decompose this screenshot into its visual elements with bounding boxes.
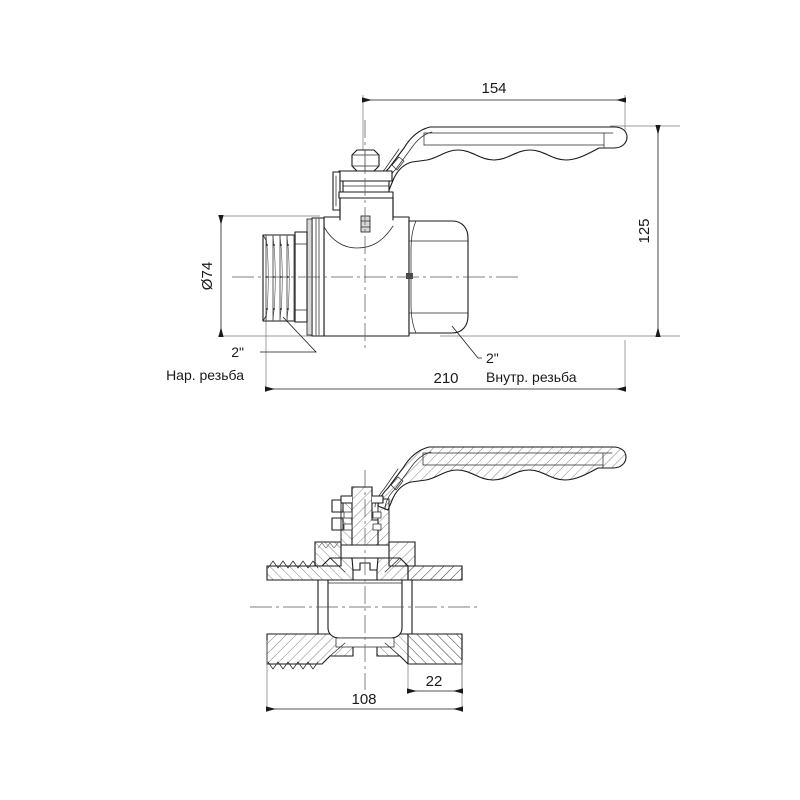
elevation-view: 154 125 Ø74 210 <box>166 80 680 392</box>
dimension-value-108: 108 <box>351 691 376 708</box>
annotation-male-thread-label: Нар. резьба <box>166 367 244 383</box>
dimension-value-22: 22 <box>426 673 443 690</box>
annotation-male-thread-size: 2" <box>231 344 244 360</box>
dimension-overall-length: 210 <box>265 300 626 392</box>
dimension-value-154: 154 <box>481 80 506 97</box>
annotation-male-thread: 2" Нар. резьба <box>166 316 317 383</box>
dimension-body-diameter: Ø74 <box>199 215 320 337</box>
section-view: 108 22 <box>250 446 627 712</box>
dimension-section-length: 108 <box>266 640 463 712</box>
dimension-value-d74: Ø74 <box>199 262 216 290</box>
handle-lever <box>375 126 628 191</box>
valve-body-elevation <box>294 197 410 337</box>
stem-assembly-section <box>314 486 416 567</box>
valve-body-section <box>266 557 463 670</box>
stem-assembly-top <box>332 149 394 211</box>
dimension-value-210: 210 <box>433 370 458 387</box>
dimension-section-socket: 22 <box>407 664 463 694</box>
dimension-value-125: 125 <box>636 218 653 243</box>
annotation-female-thread: 2" Внутр. резьба <box>451 325 577 385</box>
dimension-overall-height: 125 <box>440 125 680 337</box>
annotation-female-thread-label: Внутр. резьба <box>486 369 577 385</box>
annotation-female-thread-size: 2" <box>486 350 499 366</box>
male-thread-elevation <box>262 234 296 322</box>
handle-lever-section <box>374 446 627 511</box>
